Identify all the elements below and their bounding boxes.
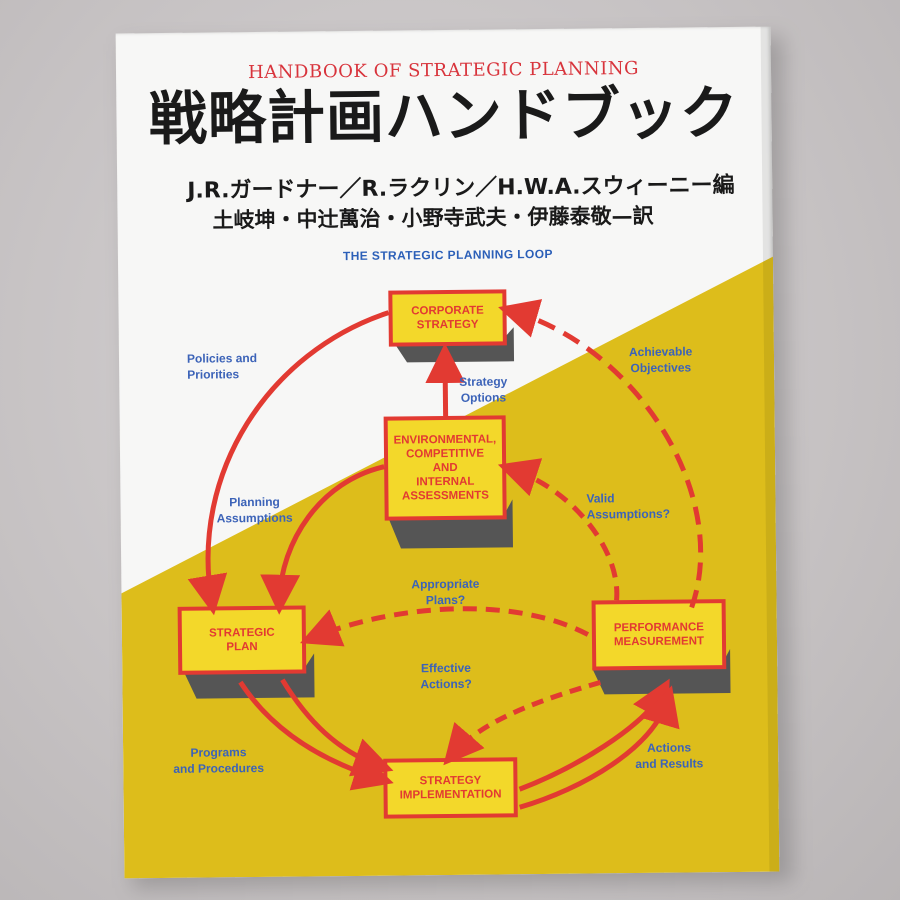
appropriate-plans-label: Appropriate Plans? <box>411 576 480 608</box>
strategy-implementation-label: STRATEGY IMPLEMENTATION <box>399 774 502 802</box>
arrow-strategy-options <box>425 343 466 417</box>
yellow-band <box>121 256 780 879</box>
performance-measurement-label: PERFORMANCE MEASUREMENT <box>613 621 705 649</box>
arrow-achievable <box>498 299 704 609</box>
strategy-options-label: Strategy Options <box>459 374 508 405</box>
diagram-title: THE STRATEGIC PLANNING LOOP <box>342 246 553 264</box>
arrow-actions-2 <box>519 685 680 810</box>
performance-box <box>591 599 727 671</box>
book-cover: HANDBOOK OF STRATEGIC PLANNING 戦略計画ハンドブッ… <box>115 26 780 879</box>
performance-block-shadow <box>592 649 731 695</box>
arrow-effective-actions <box>443 680 602 766</box>
actions-results-label: Actions and Results <box>635 740 704 772</box>
achievable-label: Achievable Objectives <box>628 344 693 376</box>
arrow-planning-assumptions <box>260 464 385 615</box>
environmental-block-shadow <box>388 499 513 549</box>
policies-label: Policies and Priorities <box>186 350 258 382</box>
effective-actions-label: Effective Actions? <box>420 660 472 692</box>
translators-line: 土岐坤・中辻萬治・小野寺武夫・伊藤泰敬—訳 <box>212 203 654 233</box>
strategic-plan-label: STRATEGIC PLAN <box>209 626 275 654</box>
programs-label: Programs and Procedures <box>173 745 265 776</box>
planning-assumptions-label: Planning Assumptions <box>216 494 293 526</box>
strategic-plan-block-shadow <box>184 653 315 699</box>
valid-assumptions-label: Valid Assumptions? <box>586 491 671 522</box>
cover-artwork <box>121 26 780 879</box>
corporate-strategy-label: CORPORATE STRATEGY <box>411 304 484 332</box>
arrow-appropriate-plans <box>300 606 590 647</box>
right-edge-shadow <box>760 26 780 872</box>
environmental-label: ENVIRONMENTAL, COMPETITIVE AND INTERNAL … <box>393 433 497 503</box>
arrow-programs-2 <box>280 678 394 777</box>
japanese-title: 戦略計画ハンドブック <box>148 78 740 154</box>
arrow-policies <box>187 310 390 616</box>
